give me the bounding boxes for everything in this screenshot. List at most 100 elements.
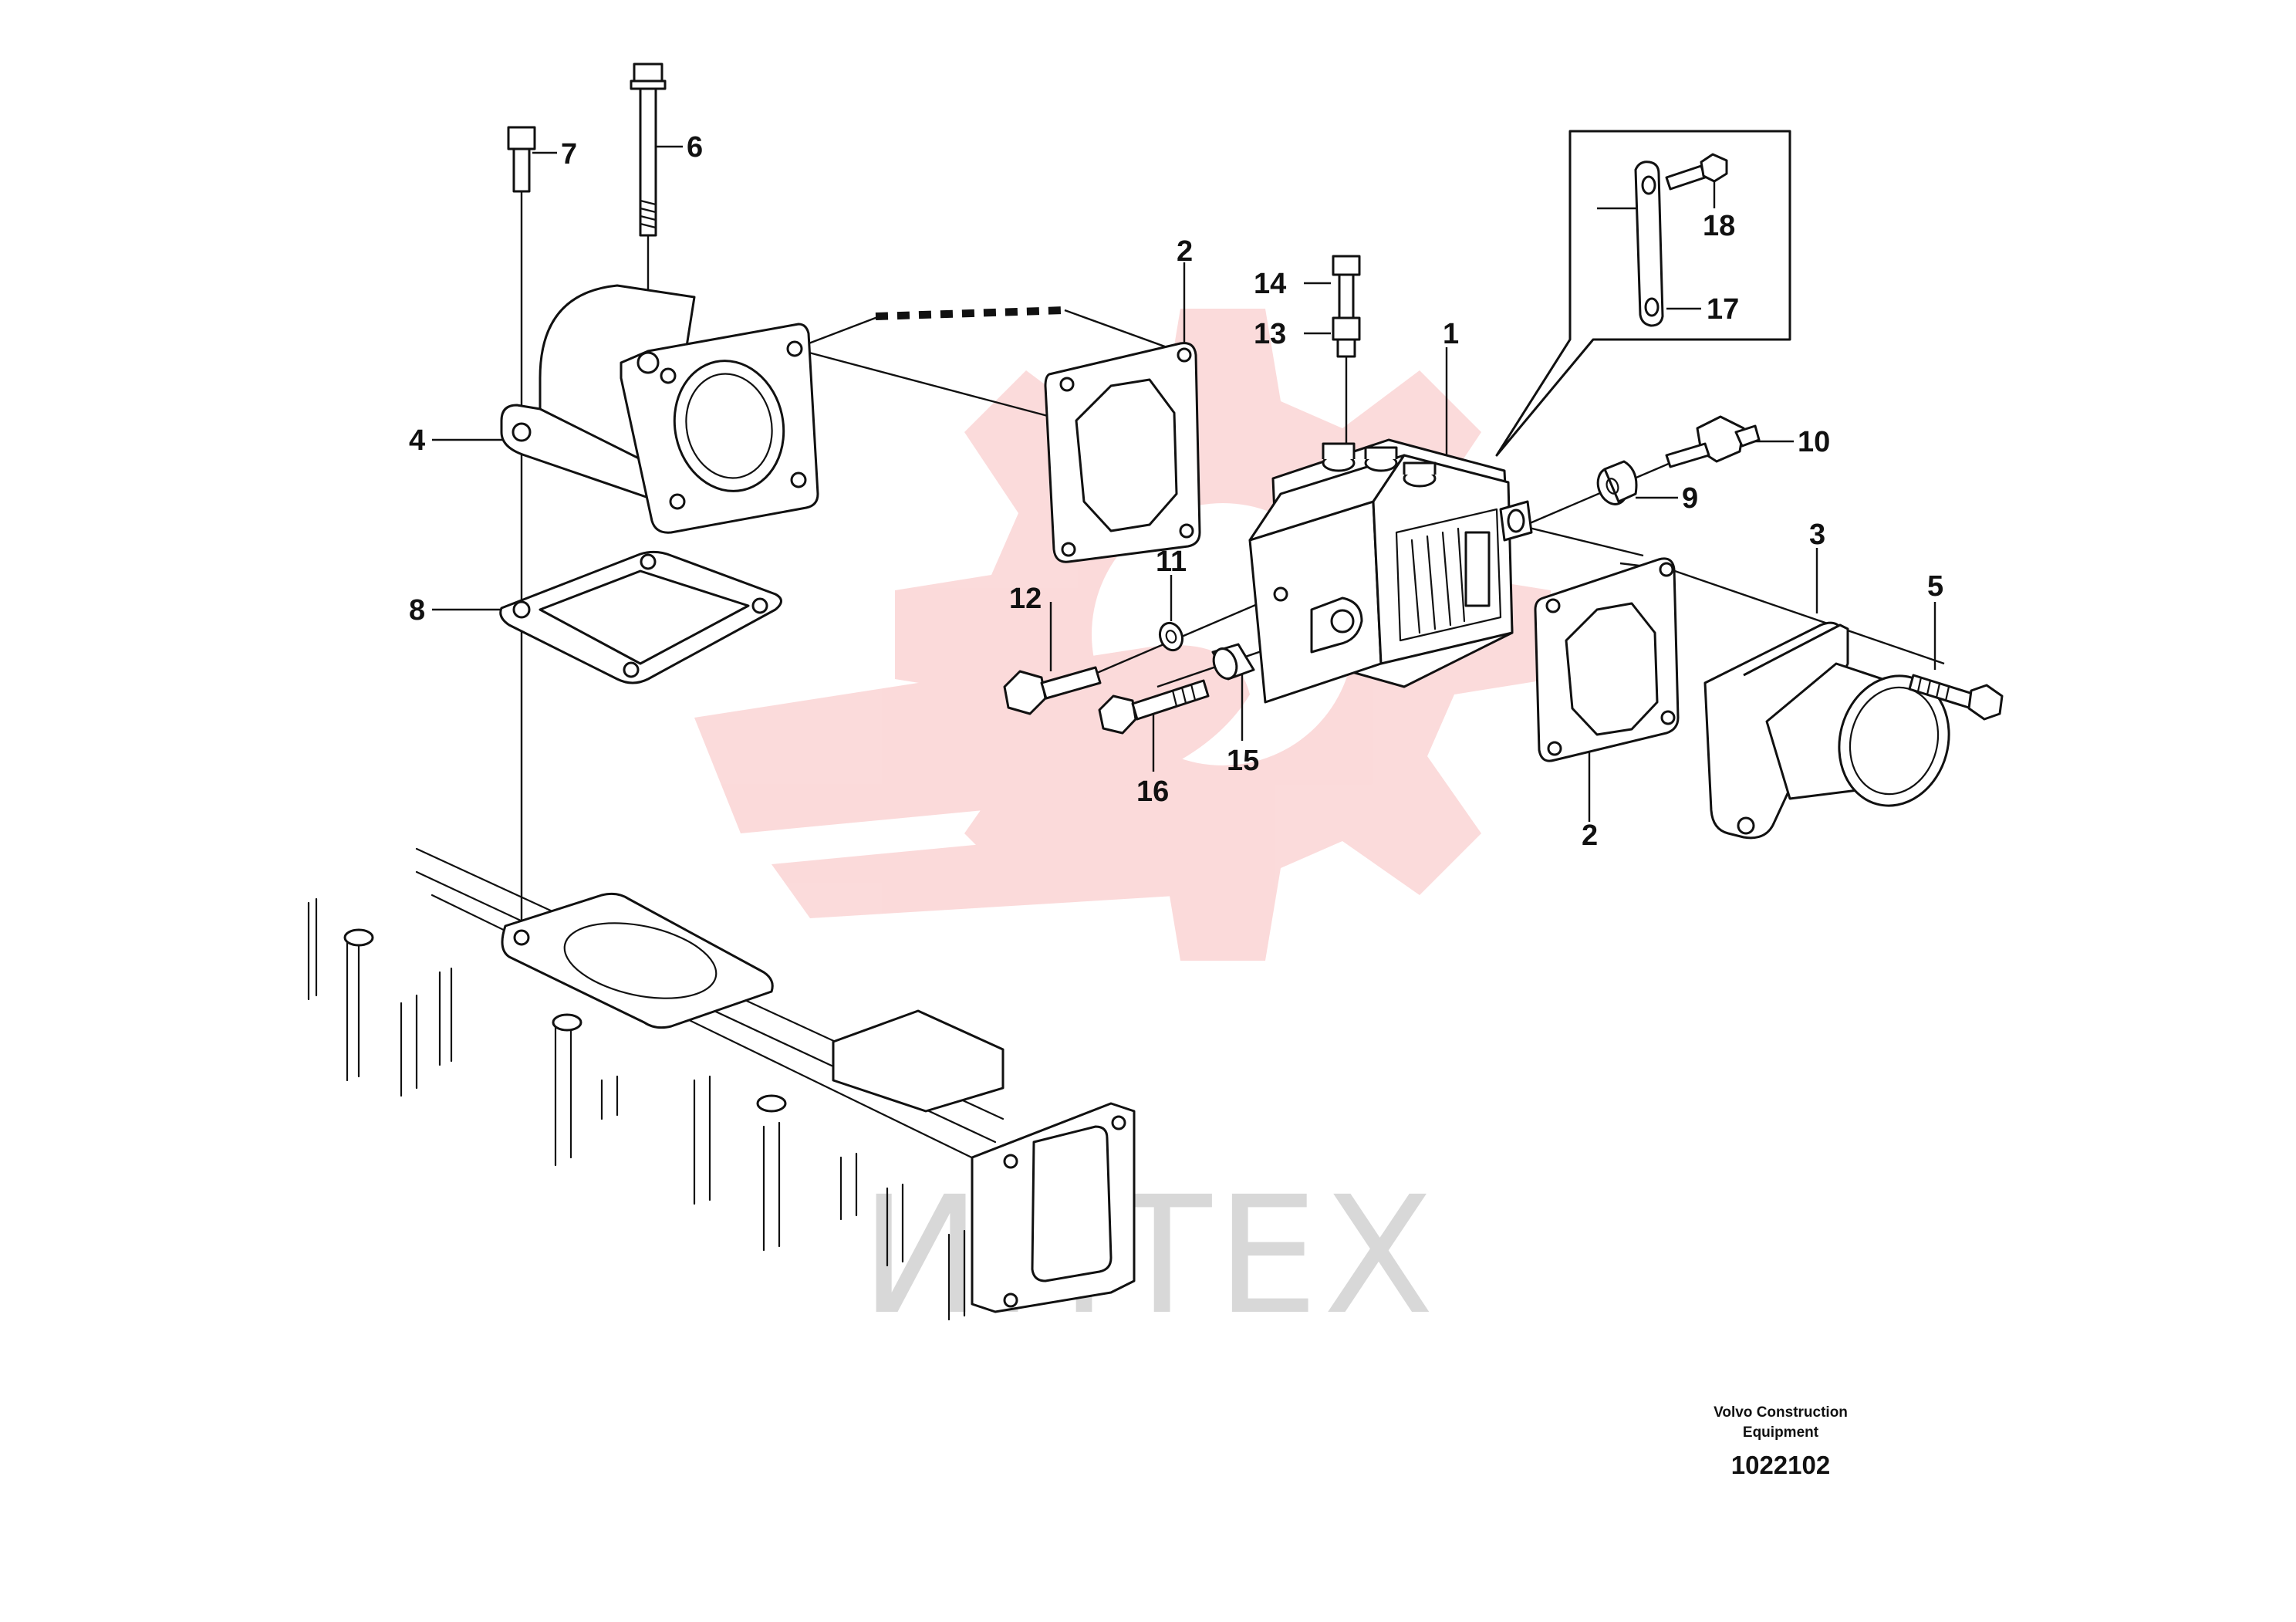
manifold-post-3	[400, 994, 418, 1097]
block-side-window	[1395, 508, 1502, 642]
block-side-face	[1372, 454, 1514, 665]
sleeve-15-end	[1212, 647, 1238, 680]
elbow-hole-tl	[660, 367, 677, 384]
credit-line-2: Equipment	[1743, 1424, 1819, 1441]
manifold-middle-bracket	[832, 1009, 1004, 1113]
gasket-2-right-hole-bl	[1547, 741, 1562, 756]
bolt-5	[1908, 674, 2004, 721]
gasket-2-right-hole-tr	[1659, 562, 1674, 577]
outlet-opening-inner	[1849, 686, 1940, 796]
manifold-boss-1	[343, 928, 374, 947]
callout-2a: 2	[1177, 235, 1193, 268]
bolt-5-thread	[1916, 676, 1950, 702]
sensor-10	[1665, 415, 1761, 468]
manifold-post-5	[554, 1017, 572, 1167]
bracket-17-hole-bottom	[1644, 297, 1660, 317]
outlet-tab	[1743, 623, 1849, 677]
screw-18-shank	[1665, 164, 1707, 191]
bracket-17	[1634, 161, 1664, 327]
outlet-opening	[1838, 674, 1950, 807]
gasket-2-right-hole-br	[1660, 710, 1676, 725]
callout-11: 11	[1156, 546, 1187, 578]
elbow-pipe-4	[500, 284, 819, 534]
callout-13: 13	[1254, 318, 1286, 350]
callout-3: 3	[1809, 519, 1825, 551]
gasket-2-left-hole-bl	[1061, 542, 1076, 557]
bolt-7-shank	[512, 147, 531, 193]
manifold-post-6	[600, 1075, 619, 1120]
callout-8: 8	[409, 594, 425, 627]
bolt-6-shank	[639, 87, 657, 237]
engine-manifold-base	[307, 847, 1136, 1321]
gasket-8	[499, 550, 782, 684]
bolt-16-thread	[1171, 683, 1197, 708]
callout-14: 14	[1254, 268, 1286, 300]
fitting-13	[1332, 316, 1361, 358]
bolt-16	[1098, 679, 1210, 735]
gasket-8-hole-right	[751, 597, 768, 614]
block-internal-ribs	[1410, 527, 1466, 634]
grommet-9-hole	[1606, 478, 1619, 495]
gasket-2-left	[1044, 342, 1201, 563]
bolt-16-head	[1098, 694, 1137, 735]
valve-block-1	[1248, 438, 1533, 704]
gasket-8-hole-bottom	[623, 661, 640, 678]
bolt-12-shank	[1040, 666, 1102, 700]
screw-18-head	[1700, 153, 1728, 183]
bolt-12	[1003, 666, 1102, 715]
axis-flange-right	[1670, 568, 1945, 665]
callout-5: 5	[1927, 570, 1943, 603]
manifold-inlet-opening	[563, 922, 718, 999]
block-front-hole	[1273, 586, 1288, 602]
gasket-2-left-hole-br	[1179, 523, 1194, 539]
watermark-swoosh-2	[772, 833, 1190, 918]
elbow-opening-inner	[685, 373, 773, 479]
fitting-13-body	[1336, 338, 1356, 358]
fitting-13-head	[1332, 316, 1361, 341]
callout-15: 15	[1227, 745, 1259, 777]
manifold-end-hole-1	[1003, 1154, 1018, 1169]
bolt-6-thread	[639, 199, 657, 229]
sensor-10-tip	[1734, 424, 1761, 448]
callout-12: 12	[1009, 583, 1042, 615]
elbow-hole-tr	[786, 340, 803, 357]
block-port-1-boss	[1322, 442, 1356, 459]
callout-18: 18	[1703, 210, 1735, 242]
sleeve-15	[1211, 643, 1255, 681]
callout-2b: 2	[1582, 819, 1598, 852]
manifold-boss-3	[756, 1094, 787, 1113]
callout-17: 17	[1707, 293, 1739, 326]
washer-11-hole	[1165, 630, 1177, 644]
callout-labels: 1 2 2 3 4 5 6 7 8 9 10 11 12 13 14 15 16…	[409, 131, 1943, 852]
bolt-14-shank	[1338, 273, 1355, 321]
callout-4: 4	[409, 424, 425, 457]
manifold-inlet-hole	[513, 929, 530, 946]
callout-6: 6	[687, 131, 703, 164]
sensor-10-thread	[1665, 442, 1710, 468]
manifold-post-11	[947, 1229, 966, 1321]
detail-inset	[1495, 130, 1791, 457]
manifold-post-7	[693, 1075, 711, 1205]
outlet-elbow-3	[1703, 621, 1950, 840]
gasket-2-left-hole-tr	[1177, 347, 1192, 363]
gasket-8-hole-left	[512, 600, 531, 619]
bolt-5-head	[1967, 684, 2004, 721]
watermark-text: ИНТЕХ	[860, 1161, 1439, 1350]
bolt-7	[507, 126, 536, 193]
manifold-post-1	[307, 897, 318, 1001]
outlet-flange-hole	[1737, 816, 1755, 835]
document-number: 1022102	[1731, 1451, 1830, 1479]
detail-inset-frame	[1495, 130, 1791, 457]
callout-16: 16	[1136, 776, 1169, 808]
bolt-14	[1332, 255, 1361, 321]
manifold-post-9	[839, 1152, 858, 1221]
bracket-17-hole-top	[1641, 175, 1656, 195]
elbow-foot-hole	[512, 422, 532, 442]
gasket-2-left-opening	[1075, 378, 1178, 532]
manifold-end-hole-3	[1003, 1293, 1018, 1308]
block-boss-hole	[1330, 609, 1355, 634]
gasket-8-hole-top	[640, 553, 657, 570]
elbow-hole-bl	[669, 493, 686, 510]
